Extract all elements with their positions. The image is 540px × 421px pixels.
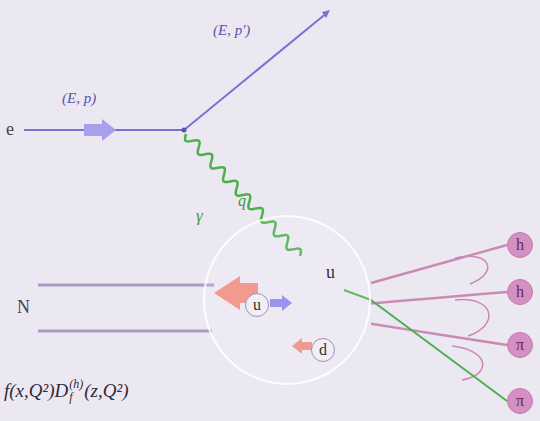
formula-script: (h)f — [69, 378, 83, 403]
hadron-line — [371, 292, 507, 303]
particle-label: γ — [196, 206, 203, 226]
subscript: f — [69, 391, 83, 404]
hadron-label: h — [516, 284, 524, 300]
vertex — [182, 128, 187, 133]
quark-circle: d — [311, 338, 335, 362]
gluon-loop — [455, 300, 489, 336]
superscript: (h) — [69, 378, 83, 391]
momentum-arrow — [84, 119, 116, 141]
hadron-label: π — [516, 393, 524, 409]
nucleon-line — [38, 330, 212, 333]
quark-label: u — [326, 263, 335, 281]
hadron-circle: h — [507, 279, 533, 305]
quark-circle: u — [245, 293, 269, 317]
hadron-circle: h — [507, 232, 533, 258]
hadron-circle: π — [507, 388, 533, 414]
arrowhead — [322, 10, 330, 18]
hadron-line — [371, 300, 507, 401]
hadron-line — [371, 245, 507, 283]
nucleon-circle: u u d — [203, 215, 371, 385]
formula-text: (z,Q²) — [84, 380, 128, 402]
momentum-label: (E, p) — [62, 90, 96, 107]
gluon-loop — [455, 256, 488, 284]
momentum-label: (E, p') — [213, 22, 250, 39]
hadron-label: h — [516, 237, 524, 253]
hadron-circle: π — [507, 332, 533, 358]
particle-label: N — [17, 297, 30, 318]
momentum-label: q — [238, 192, 246, 210]
nucleon-line — [38, 284, 214, 287]
particle-label: e — [6, 119, 14, 140]
formula: f(x,Q²)D(h)f(z,Q²) — [4, 378, 128, 403]
quark-label: u — [253, 297, 261, 313]
hadron-label: π — [516, 337, 524, 353]
electron-line — [184, 12, 328, 130]
formula-text: f(x,Q²)D — [4, 380, 68, 402]
hadron-line — [371, 324, 507, 345]
quark-label: d — [319, 342, 327, 358]
